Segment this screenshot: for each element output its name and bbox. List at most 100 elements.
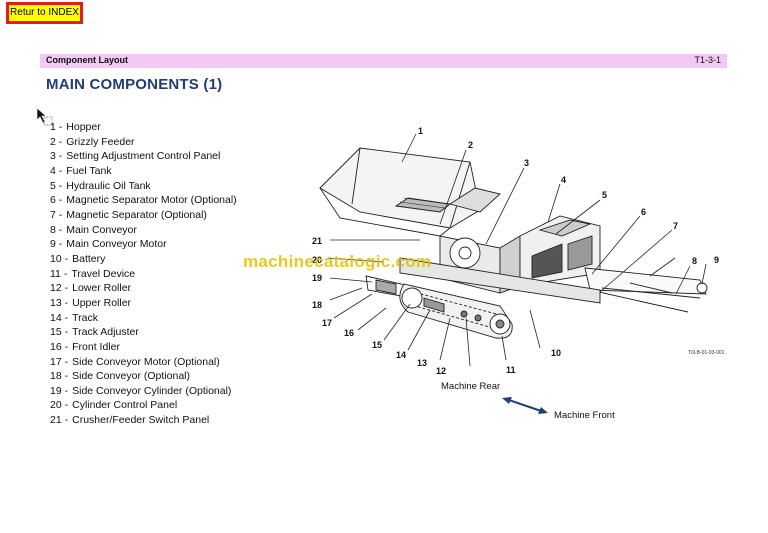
- callout-16: 16: [344, 328, 354, 338]
- component-item: 11 -Travel Device: [50, 267, 237, 282]
- component-name: Front Idler: [72, 340, 120, 353]
- callout-13: 13: [417, 358, 427, 368]
- callout-1: 1: [418, 126, 423, 136]
- callout-4: 4: [561, 175, 566, 185]
- component-separator: -: [61, 399, 69, 412]
- component-number: 11: [50, 267, 61, 280]
- machine-rear-label: Machine Rear: [441, 381, 501, 392]
- component-item: 16 -Front Idler: [50, 340, 237, 355]
- direction-arrow-icon: [502, 397, 548, 414]
- component-name: Upper Roller: [72, 296, 132, 309]
- component-separator: -: [61, 282, 69, 295]
- component-item: 17 -Side Conveyor Motor (Optional): [50, 355, 237, 370]
- component-separator: -: [61, 340, 69, 353]
- component-item: 5 -Hydraulic Oil Tank: [50, 179, 237, 194]
- callout-9: 9: [714, 255, 719, 265]
- callout-3: 3: [524, 158, 529, 168]
- component-name: Track: [72, 311, 98, 324]
- component-name: Crusher/Feeder Switch Panel: [72, 414, 210, 427]
- component-name: Travel Device: [71, 267, 136, 280]
- component-name: Track Adjuster: [72, 326, 139, 339]
- component-separator: -: [55, 121, 63, 133]
- component-name: Lower Roller: [72, 282, 132, 295]
- component-name: Main Conveyor Motor: [66, 238, 167, 251]
- callout-11: 11: [506, 365, 516, 375]
- component-separator: -: [55, 223, 63, 236]
- component-item: 7 -Magnetic Separator (Optional): [50, 208, 237, 223]
- callout-17: 17: [322, 318, 332, 328]
- component-number: 6: [50, 194, 56, 207]
- component-number: 4: [50, 164, 56, 177]
- component-name: Setting Adjustment Control Panel: [66, 150, 221, 163]
- component-item: 21 -Crusher/Feeder Switch Panel: [50, 413, 237, 428]
- component-number: 19: [50, 384, 62, 397]
- section-title: Component Layout: [46, 55, 128, 65]
- machine-front-label: Machine Front: [554, 410, 615, 421]
- figure-code: T0LB-01-03-001: [688, 350, 725, 356]
- component-separator: -: [55, 238, 63, 251]
- component-item: 4 -Fuel Tank: [50, 164, 237, 179]
- component-item: 8 -Main Conveyor: [50, 223, 237, 238]
- component-number: 8: [50, 223, 56, 236]
- component-number: 17: [50, 355, 62, 368]
- component-separator: -: [61, 296, 69, 309]
- component-name: Main Conveyor: [66, 223, 137, 236]
- component-item: 10 -Battery: [50, 252, 237, 267]
- component-number: 20: [50, 399, 62, 412]
- component-number: 2: [50, 135, 56, 148]
- callout-8: 8: [692, 256, 697, 266]
- component-item: 12 -Lower Roller: [50, 281, 237, 296]
- watermark: machinecatalogic.com: [243, 252, 432, 271]
- component-name: Side Conveyor Motor (Optional): [72, 355, 220, 368]
- component-separator: -: [61, 414, 69, 427]
- page-title: MAIN COMPONENTS (1): [46, 76, 223, 93]
- machine-diagram: 1 2 3 4 5 6 7 8 9 10 11 12 13 14 15 16 1…: [312, 126, 719, 376]
- component-separator: -: [61, 370, 69, 383]
- component-item: 2 -Grizzly Feeder: [50, 135, 237, 150]
- component-name: Cylinder Control Panel: [72, 399, 178, 412]
- component-item: 18 -Side Conveyor (Optional): [50, 369, 237, 384]
- component-number: 14: [50, 311, 62, 324]
- component-name: Grizzly Feeder: [66, 135, 135, 148]
- component-number: 16: [50, 340, 62, 353]
- callout-12: 12: [436, 366, 446, 376]
- component-number: 13: [50, 296, 62, 309]
- component-item: 15 -Track Adjuster: [50, 325, 237, 340]
- callout-15: 15: [372, 340, 382, 350]
- section-header-bar: Component Layout T1-3-1: [40, 54, 727, 68]
- component-item: 19 -Side Conveyor Cylinder (Optional): [50, 384, 237, 399]
- callout-20: 20: [312, 255, 322, 265]
- component-separator: -: [60, 267, 68, 280]
- component-name: Fuel Tank: [66, 164, 112, 177]
- component-number: 3: [50, 150, 56, 163]
- component-item: 14 -Track: [50, 311, 237, 326]
- component-number: 10: [50, 252, 62, 265]
- component-separator: -: [61, 311, 69, 324]
- component-number: 21: [50, 414, 62, 427]
- component-name: Side Conveyor (Optional): [72, 370, 190, 383]
- component-separator: -: [61, 326, 69, 339]
- component-name: Battery: [72, 252, 106, 265]
- component-separator: -: [61, 384, 69, 397]
- component-separator: -: [55, 194, 63, 207]
- callout-10: 10: [551, 348, 561, 358]
- component-item: 3 -Setting Adjustment Control Panel: [50, 149, 237, 164]
- component-name: Hydraulic Oil Tank: [66, 179, 151, 192]
- component-name: Side Conveyor Cylinder (Optional): [72, 384, 232, 397]
- page-code: T1-3-1: [694, 55, 721, 65]
- component-item: 6 -Magnetic Separator Motor (Optional): [50, 193, 237, 208]
- component-item: 1 -Hopper: [50, 120, 237, 135]
- component-number: 1: [50, 121, 56, 133]
- callout-2: 2: [468, 140, 473, 150]
- component-separator: -: [55, 208, 63, 221]
- component-item: 9 -Main Conveyor Motor: [50, 237, 237, 252]
- mouse-cursor-icon: [36, 107, 53, 126]
- callout-19: 19: [312, 273, 322, 283]
- return-to-index-button[interactable]: Retur to INDEX: [6, 2, 83, 24]
- component-name: Magnetic Separator (Optional): [66, 208, 207, 221]
- callout-5: 5: [602, 190, 607, 200]
- component-number: 9: [50, 238, 56, 251]
- callout-7: 7: [673, 221, 678, 231]
- component-separator: -: [55, 150, 63, 163]
